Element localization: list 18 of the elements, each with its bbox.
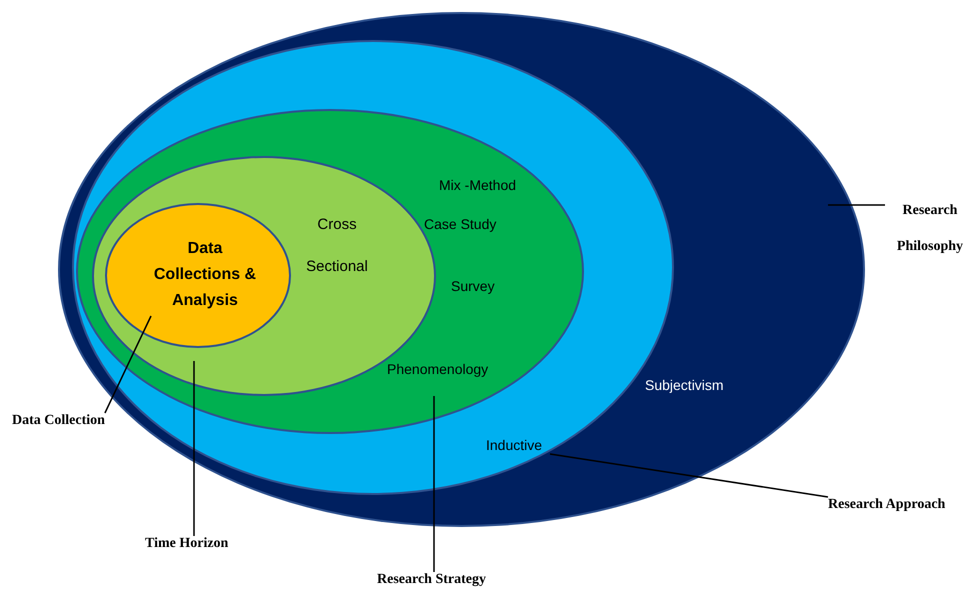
layer-name-label: Research Approach <box>828 497 946 513</box>
layer-name-label: Research Philosophy <box>885 193 969 265</box>
layer-name-label: Research Strategy <box>377 572 486 588</box>
leader-line <box>193 361 195 536</box>
layer-label: Subjectivism <box>645 377 724 393</box>
layer-label: Cross Sectional <box>305 215 369 277</box>
layer-label: Survey <box>451 278 495 294</box>
leader-line <box>433 396 435 572</box>
layer-label: Case Study <box>424 216 496 232</box>
leader-line <box>828 204 885 206</box>
leader-line <box>104 316 152 414</box>
layer-name-label: Data Collection <box>12 413 105 429</box>
layer-label: Inductive <box>486 437 542 453</box>
layer-label: Mix -Method <box>439 177 516 193</box>
leader-line <box>550 453 828 498</box>
layer-label: Data Collections & Analysis <box>152 239 258 311</box>
layer-label: Phenomenology <box>387 361 488 377</box>
layer-name-label: Time Horizon <box>145 536 228 552</box>
